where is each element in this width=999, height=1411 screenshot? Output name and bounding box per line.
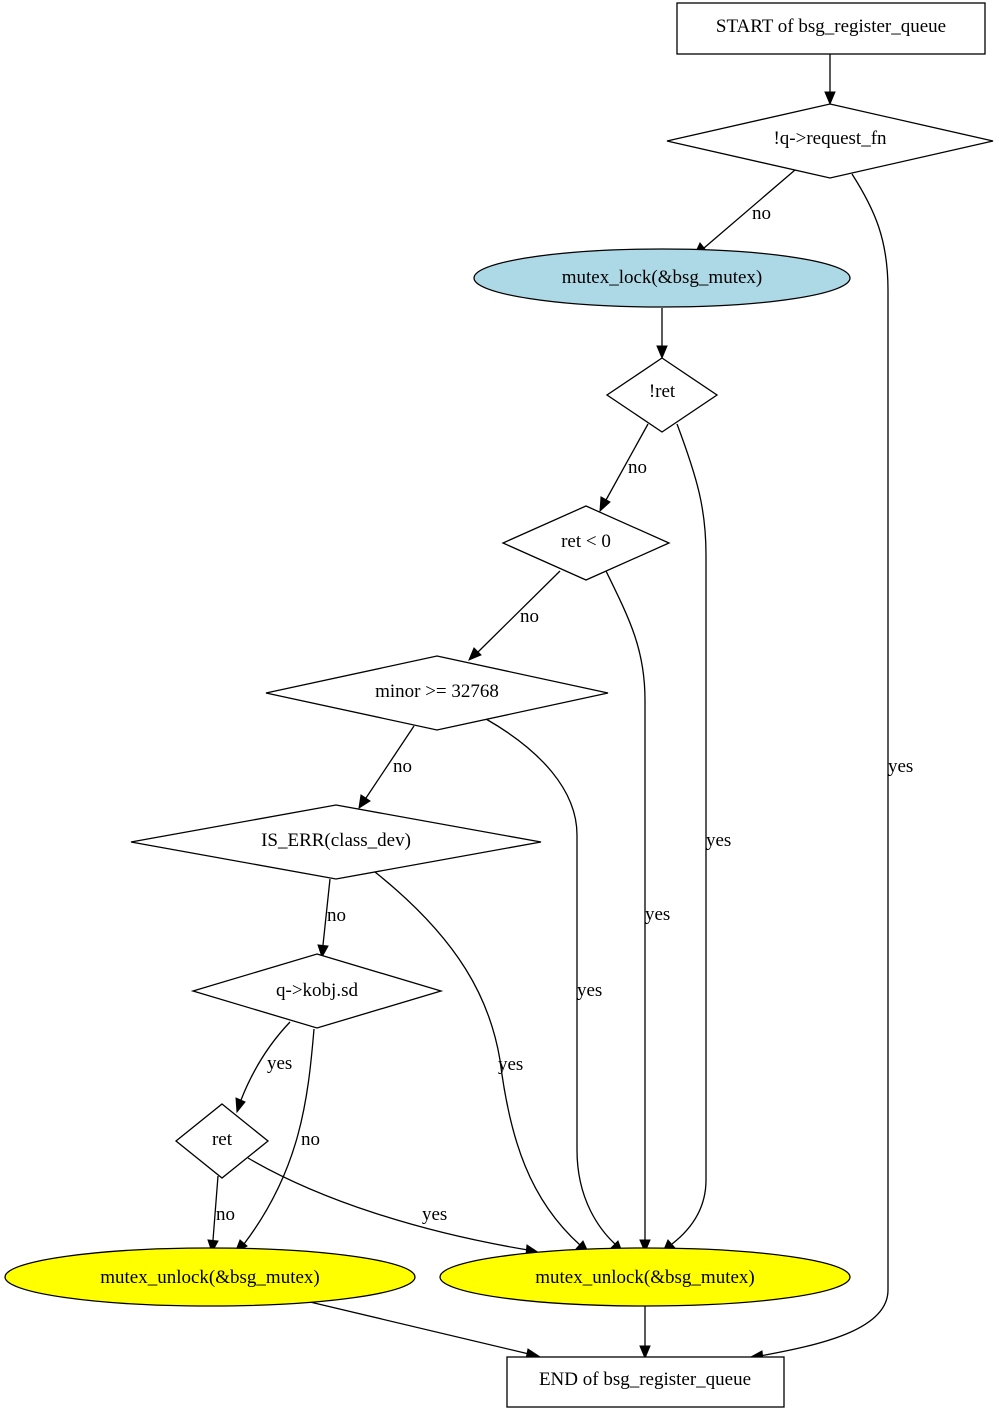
edge-label-ret-lt-0-no: no — [520, 606, 539, 627]
edge-is-err-yes: yes — [374, 871, 589, 1253]
edge-is-err-no: no — [317, 878, 346, 959]
node-mutex-unlock-right: mutex_unlock(&bsg_mutex) — [439, 1247, 851, 1307]
edge-unlock-left-to-end — [309, 1301, 542, 1360]
edge-label-request-fn-no: no — [752, 203, 771, 224]
edge-label-kobj-no: no — [301, 1129, 320, 1150]
edge-ret-lt-0-yes: yes — [605, 570, 670, 1254]
node-is-err-decision: IS_ERR(class_dev) — [130, 804, 542, 880]
node-ret-label: ret — [212, 1129, 233, 1150]
edge-label-not-ret-no: no — [628, 457, 647, 478]
node-minor-decision: minor >= 32768 — [265, 655, 609, 731]
edge-label-ret-lt-0-yes: yes — [645, 904, 670, 925]
edge-label-ret-no: no — [216, 1204, 235, 1225]
edge-label-is-err-no: no — [327, 905, 346, 926]
edge-kobj-yes: yes — [235, 1021, 292, 1114]
edge-label-minor-yes: yes — [577, 980, 602, 1001]
node-not-ret-decision: !ret — [605, 357, 719, 433]
node-minor-label: minor >= 32768 — [375, 681, 499, 702]
edge-not-ret-yes: yes — [662, 423, 731, 1253]
node-ret-lt-0-decision: ret < 0 — [501, 505, 671, 581]
edge-label-is-err-yes: yes — [498, 1054, 523, 1075]
edge-ret-yes: yes — [247, 1157, 541, 1256]
edge-request-fn-yes: yes — [747, 173, 913, 1362]
edge-label-kobj-yes: yes — [267, 1053, 292, 1074]
edge-label-ret-yes: yes — [422, 1204, 447, 1225]
node-request-fn-decision: !q->request_fn — [666, 103, 994, 179]
edge-label-not-ret-yes: yes — [706, 830, 731, 851]
node-mutex-unlock-left-label: mutex_unlock(&bsg_mutex) — [100, 1267, 320, 1288]
edge-minor-no: no — [358, 725, 415, 810]
node-end: END of bsg_register_queue — [506, 1356, 785, 1408]
node-start: START of bsg_register_queue — [676, 2, 986, 55]
node-start-label: START of bsg_register_queue — [716, 16, 946, 37]
edge-minor-yes: yes — [485, 718, 623, 1253]
edge-not-ret-no: no — [599, 423, 649, 513]
edge-unlock-right-to-end — [639, 1306, 651, 1360]
node-request-fn-label: !q->request_fn — [773, 128, 887, 149]
node-ret-lt-0-label: ret < 0 — [561, 531, 611, 552]
node-mutex-unlock-right-label: mutex_unlock(&bsg_mutex) — [535, 1267, 755, 1288]
node-not-ret-label: !ret — [649, 381, 676, 402]
edge-request-fn-no: no — [693, 169, 796, 257]
edge-label-request-fn-yes: yes — [888, 756, 913, 777]
node-kobj-label: q->kobj.sd — [276, 980, 358, 1001]
edge-label-minor-no: no — [393, 756, 412, 777]
node-mutex-lock-label: mutex_lock(&bsg_mutex) — [562, 267, 763, 288]
edge-ret-no: no — [207, 1175, 235, 1254]
node-end-label: END of bsg_register_queue — [539, 1369, 751, 1390]
edge-ret-lt-0-no: no — [468, 570, 561, 661]
edge-lock-to-not-ret — [656, 308, 668, 360]
node-is-err-label: IS_ERR(class_dev) — [261, 830, 411, 851]
node-mutex-lock: mutex_lock(&bsg_mutex) — [473, 248, 851, 308]
node-ret-decision: ret — [174, 1103, 270, 1179]
node-mutex-unlock-left: mutex_unlock(&bsg_mutex) — [4, 1247, 416, 1307]
node-kobj-decision: q->kobj.sd — [190, 953, 444, 1029]
edge-start-to-request-fn — [824, 54, 836, 106]
